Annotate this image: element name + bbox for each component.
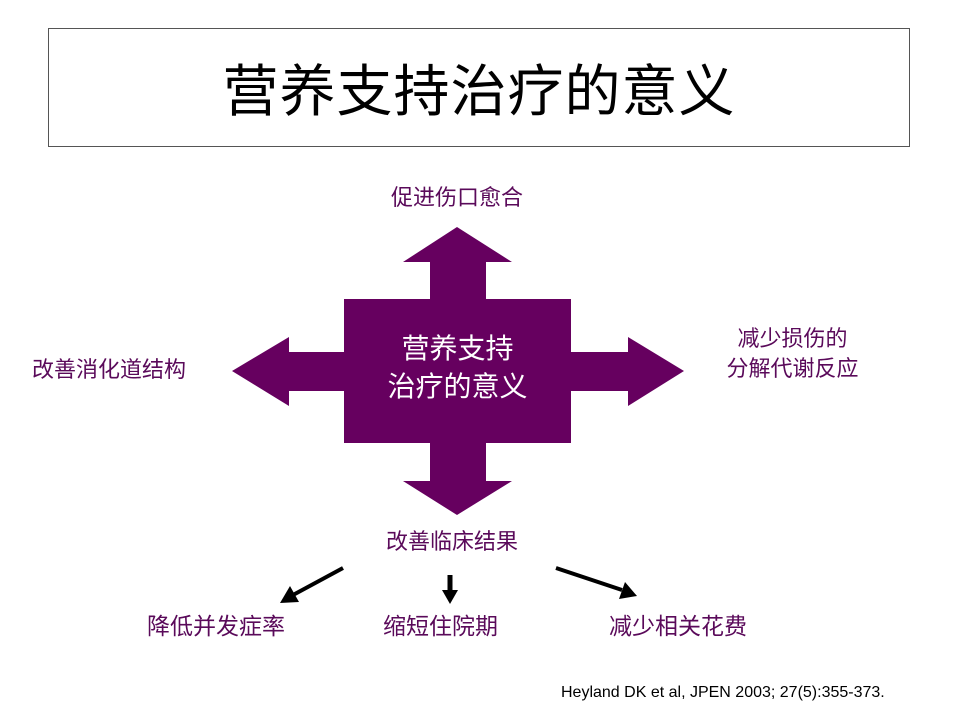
up-arrow — [403, 227, 512, 299]
arrow-to-outcome-2 — [442, 575, 458, 604]
center-label: 营养支持 治疗的意义 — [345, 330, 570, 406]
left-arrow — [232, 337, 344, 406]
label-up: 促进伤口愈合 — [390, 186, 523, 211]
outcome-1: 降低并发症率 — [147, 614, 285, 640]
center-label-line2: 治疗的意义 — [387, 370, 528, 403]
center-label-line1: 营养支持 — [401, 332, 514, 365]
label-right: 减少损伤的 分解代谢反应 — [705, 325, 880, 385]
label-right-line2: 分解代谢反应 — [726, 357, 859, 382]
label-left: 改善消化道结构 — [32, 358, 187, 383]
label-down: 改善临床结果 — [385, 530, 518, 555]
down-arrow — [403, 443, 512, 515]
outcome-3: 减少相关花费 — [609, 614, 747, 640]
slide-title: 营养支持治疗的意义 — [222, 60, 736, 125]
title-box: 营养支持治疗的意义 — [48, 28, 910, 147]
right-arrow — [571, 337, 684, 406]
arrow-to-outcome-3 — [555, 566, 637, 599]
label-right-line1: 减少损伤的 — [737, 327, 848, 352]
citation: Heyland DK et al, JPEN 2003; 27(5):355-3… — [561, 684, 885, 701]
center-block — [344, 299, 571, 443]
arrow-to-outcome-1 — [280, 566, 344, 603]
outcome-2: 缩短住院期 — [383, 614, 498, 640]
